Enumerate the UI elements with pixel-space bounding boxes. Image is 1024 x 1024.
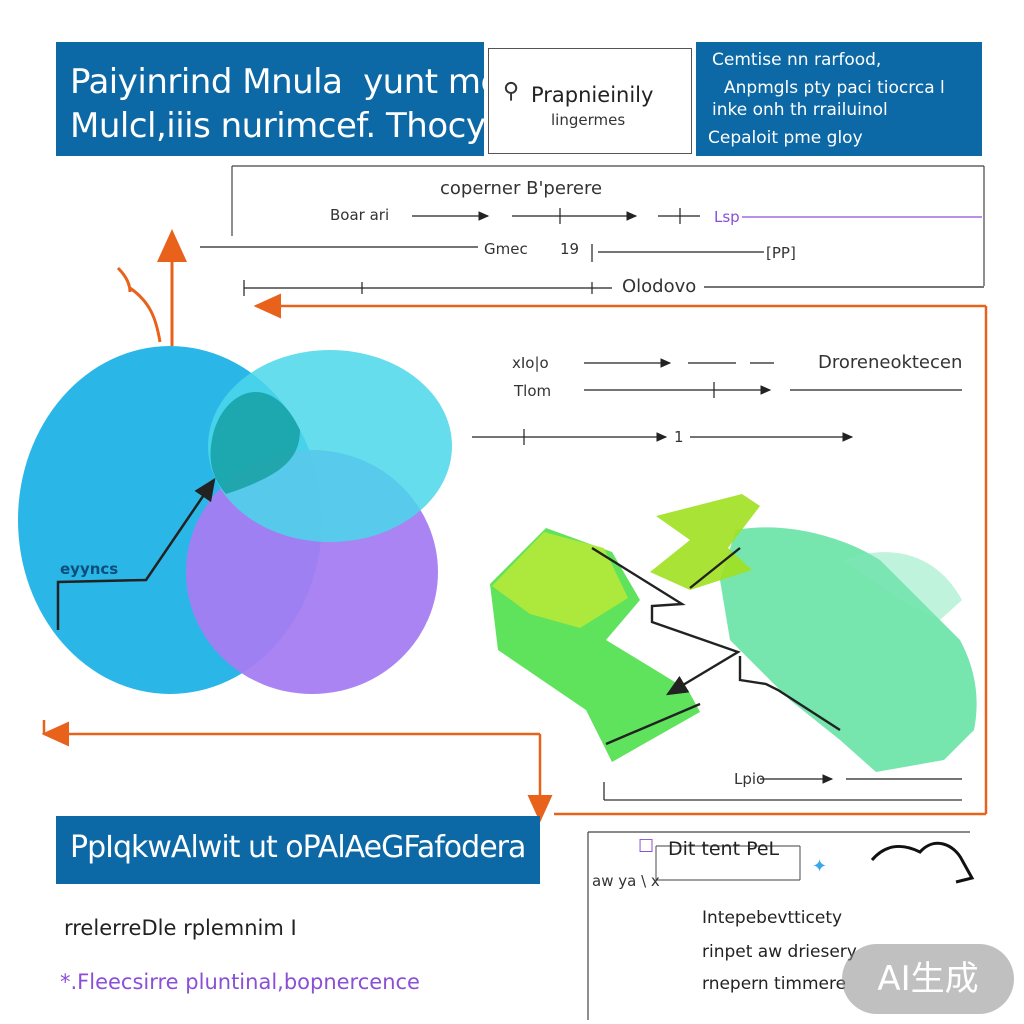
right-row-1-label: xIo|o — [512, 354, 549, 372]
lime-shape — [650, 494, 760, 590]
timeline-row-1-end-label: Lsp — [714, 208, 740, 226]
venn-diagram — [18, 346, 452, 694]
lower-right-frame — [587, 831, 975, 1020]
ai-generated-badge: AI生成 — [842, 944, 1014, 1014]
box-subtitle: aw ya \ x — [592, 872, 660, 890]
sparkle-icon: ✦ — [812, 856, 828, 877]
bottom-banner-text: PpIqkwAlwit ut oPAlAeGFafodera — [70, 830, 526, 865]
bottom-line-1: rrelerreDle rplemnim I — [64, 916, 297, 940]
mint-shape — [720, 527, 977, 772]
info-line-3: inke onh th rrailuinol — [712, 100, 888, 120]
green-pointer-3 — [738, 656, 841, 732]
center-label-1: Prapnieinily — [531, 83, 654, 107]
orange-connector-right — [253, 293, 988, 816]
timeline-row-2-label: Gmec — [484, 240, 528, 258]
info-line-2: Anpmgls pty paci tiocrca l — [724, 78, 945, 98]
right-row-3-label: 1 — [674, 428, 684, 446]
bottom-banner: PpIqkwAlwit ut oPAlAeGFafodera — [56, 816, 540, 884]
timeline-row-3 — [243, 280, 984, 296]
info-panel: Cemtise nn rarfood, Anpmgls pty paci tio… — [696, 42, 982, 156]
orange-connector-left — [41, 720, 553, 823]
center-label-box: ⚲ Prapnieinily lingermes — [488, 48, 692, 154]
venn-overlap — [210, 391, 300, 494]
up-arrow — [116, 229, 187, 346]
timeline-row-2-end-label: [PP] — [766, 244, 796, 262]
timeline-row-2-mid-label: 19 — [560, 240, 580, 258]
green-shapes — [490, 494, 977, 772]
timeline-row-1 — [412, 208, 982, 224]
mint-shape-faint — [842, 552, 962, 620]
bottom-line-2: *.Fleecsirre pluntinal,bopnercence — [60, 970, 420, 994]
box-line-1: Intepebevtticety — [702, 908, 843, 928]
timeline-row-1-label: Boar ari — [330, 206, 390, 224]
info-line-1: Cemtise nn rarfood, — [712, 50, 882, 70]
timeline-frame — [231, 165, 985, 286]
box-line-2: rinpet aw driesery — [702, 942, 857, 962]
right-diagram-frame — [603, 782, 962, 801]
venn-pointer-line — [56, 477, 216, 630]
title-line-2: Mulcl,iiis nurimcef. Thocy — [70, 106, 486, 146]
timeline-heading: coperner B'perere — [440, 178, 603, 199]
box-line-3: rnepern timmere — [702, 974, 847, 994]
box-title: Dit tent PeL — [668, 838, 780, 860]
timeline-row-3-label: Olodovo — [622, 276, 697, 297]
timeline-row-2 — [200, 244, 764, 262]
green-pointer-1 — [591, 546, 741, 696]
right-diagram-rows — [472, 358, 962, 784]
info-line-4: Cepaloit pme gloy — [708, 128, 863, 148]
right-row-1-end-label: Droreneoktecen — [818, 352, 963, 373]
sketch-outline — [870, 841, 975, 884]
venn-label: eyyncs — [60, 560, 119, 578]
right-row-2-label: Tlom — [514, 382, 552, 400]
title-text: Paiyinrind Mnula yunt mec Mulcl,iiis nur… — [70, 60, 520, 148]
lime-shape-left — [492, 532, 628, 628]
right-bottom-label: Lpio — [734, 770, 766, 788]
box-mark-icon: ☐ — [638, 836, 655, 857]
green-pointer-4 — [605, 702, 701, 746]
center-label-2: lingermes — [551, 111, 626, 129]
title-line-1: Paiyinrind Mnula yunt mec — [70, 62, 520, 102]
title-panel: Paiyinrind Mnula yunt mec Mulcl,iiis nur… — [56, 42, 522, 156]
person-icon: ⚲ — [503, 79, 520, 104]
green-pointer-2 — [689, 547, 741, 589]
